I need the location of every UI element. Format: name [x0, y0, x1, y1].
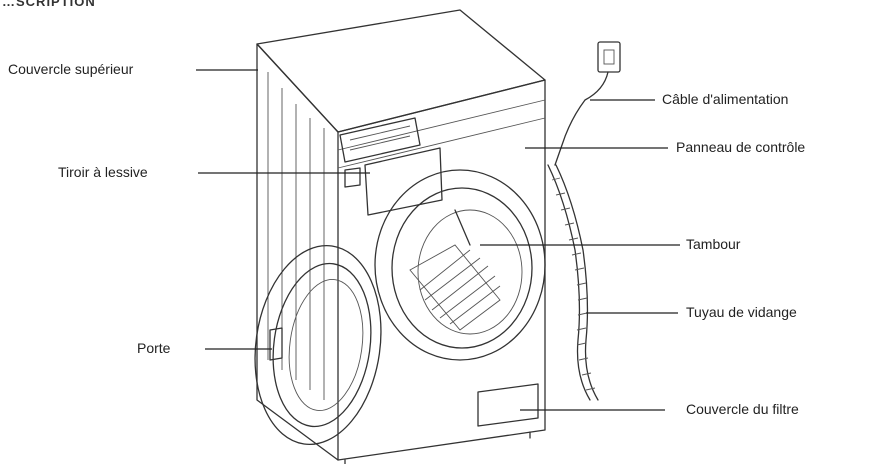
machine-body — [256, 9, 546, 461]
label-detergent-drawer: Tiroir à lessive — [58, 164, 148, 180]
drum-opening — [374, 169, 546, 361]
label-drain-hose: Tuyau de vidange — [686, 304, 797, 320]
label-door: Porte — [137, 340, 171, 356]
label-power-cable: Câble d'alimentation — [662, 91, 789, 107]
label-top-cover: Couvercle supérieur — [8, 61, 134, 77]
label-control-panel: Panneau de contrôle — [676, 139, 806, 155]
label-drum: Tambour — [686, 236, 741, 252]
filter-cover — [477, 383, 539, 427]
label-filter-cover: Couvercle du filtre — [686, 401, 799, 417]
power-outlet — [597, 41, 621, 73]
power-cable — [554, 71, 609, 166]
machine-feet — [344, 431, 531, 464]
detergent-drawer — [339, 117, 443, 216]
section-heading: …SCRIPTION — [2, 0, 96, 9]
door — [254, 244, 382, 446]
drain-hose — [547, 164, 599, 401]
